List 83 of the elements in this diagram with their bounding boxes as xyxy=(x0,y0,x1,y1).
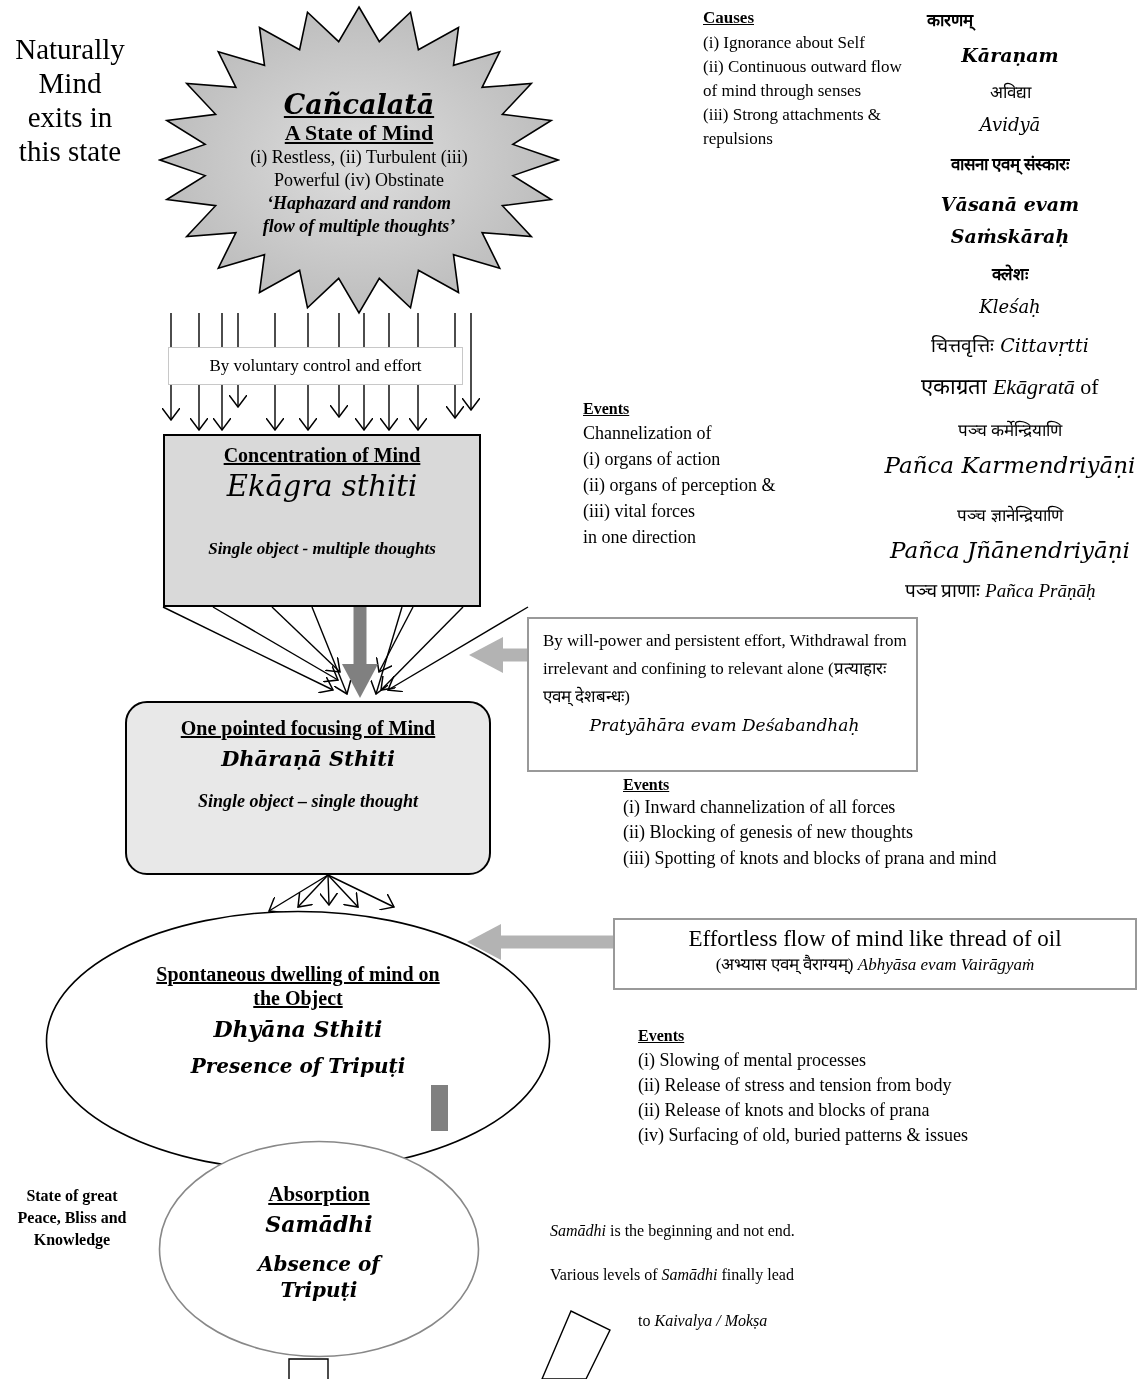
state-note: Absence of Tripuṭi xyxy=(234,1251,404,1303)
list-item: (ii) Continuous outward flow of mind through senses xyxy=(703,56,903,102)
term-label: (अभ्यास एवम् वैराग्यम्) Abhyāsa evam Vairāgyaṁ xyxy=(715,953,1035,975)
note-box xyxy=(613,918,1137,990)
term-label: अविद्या xyxy=(988,81,1033,103)
arrow xyxy=(387,606,529,693)
state-title: Absorption xyxy=(268,1182,370,1207)
list-item: (i) Slowing of mental processes xyxy=(638,1050,867,1071)
list-item: (i) organs of action xyxy=(583,449,722,470)
state-quote: ‘Haphazard and random flow of multiple thoughts’ xyxy=(261,192,457,238)
arrow xyxy=(342,607,378,698)
note-title: Effortless flow of mind like thread of oil xyxy=(688,926,1062,952)
term-label: Pratyāhāra evam Deśabandhaḥ xyxy=(589,715,860,735)
note-text: to Kaivalya / Mokṣa xyxy=(638,1312,769,1330)
arrow xyxy=(380,606,464,691)
note-box xyxy=(527,617,918,772)
list-item: (ii) Release of knots and blocks of prana xyxy=(638,1100,931,1121)
process-box xyxy=(125,701,491,875)
side-note: Naturally Mind exits in this state xyxy=(14,32,126,168)
arrow xyxy=(327,874,359,908)
arrow xyxy=(297,874,329,908)
term-label: Samādhi xyxy=(265,1211,373,1237)
list-item: (iii) Strong attachments & repulsions xyxy=(703,104,882,150)
note-text: By will-power and persistent effort, Withdrawal from irrelevant and confining to relevant alone (प्रत्याहारः एवम् देशबन्धः) xyxy=(543,630,908,708)
list-item: (i) Ignorance about Self xyxy=(703,32,866,54)
box-note: Single object - multiple thoughts xyxy=(208,539,436,559)
heading-label: Events xyxy=(638,1027,686,1045)
state-ellipse xyxy=(158,1140,480,1358)
term-label: वासना एवम् संस्कारः xyxy=(949,154,1071,175)
process-box xyxy=(163,434,481,607)
term-label: पञ्च प्राणाः Pañca Prāṇāḥ xyxy=(903,579,1097,603)
state-subtitle: A State of Mind xyxy=(284,120,434,146)
term-label: Vāsanā evam Saṁskāraḥ xyxy=(939,192,1081,249)
state-title: Spontaneous dwelling of mind on the Object xyxy=(155,962,441,1010)
heading-label: Causes xyxy=(703,8,755,28)
list-item: (iii) vital forces xyxy=(583,501,696,522)
term-label: Ekāgra sthiti xyxy=(226,469,418,503)
list-item: (iv) Surfacing of old, buried patterns & issues xyxy=(638,1125,969,1146)
term-label: Dhyāna Sthiti xyxy=(213,1016,383,1042)
arrow xyxy=(461,312,481,411)
heading-label: Events xyxy=(623,776,671,794)
arrow xyxy=(370,606,403,695)
box-note: Single object – single thought xyxy=(197,791,418,812)
note-text: Samādhi is the beginning and not end. xyxy=(550,1222,796,1240)
arrow xyxy=(271,606,341,673)
state-title: Cañcalatā xyxy=(283,89,435,120)
term-label: Avidyā xyxy=(977,114,1042,135)
arrow xyxy=(327,874,395,911)
state-note: Presence of Tripuṭi xyxy=(190,1054,406,1078)
heading-label: Events xyxy=(583,400,631,418)
list-item: (ii) Blocking of genesis of new thoughts xyxy=(623,822,914,843)
arrow xyxy=(318,874,339,906)
arrow xyxy=(162,606,334,694)
box-title: Concentration of Mind xyxy=(223,444,421,467)
state-description: (i) Restless, (ii) Turbulent (iii) Powerful (iv) Obstinate xyxy=(249,146,469,192)
term-label: Dhāraṇā Sthiti xyxy=(221,746,395,771)
list-item: (ii) organs of perception & xyxy=(583,475,777,496)
term-label: चित्तवृत्तिः Cittavṛtti xyxy=(930,333,1090,358)
arrow xyxy=(375,606,414,673)
list-item: (i) Inward channelization of all forces xyxy=(623,797,897,818)
arrow xyxy=(212,606,339,683)
term-label: Kāraṇam xyxy=(960,44,1060,66)
side-note: State of great Peace, Bliss and Knowledge xyxy=(16,1186,128,1251)
term-label: Kleśaḥ xyxy=(978,296,1042,317)
arrow xyxy=(268,874,329,914)
term-label: Pañca Jñānendriyāṇi xyxy=(888,537,1131,563)
term-label: क्लेशः xyxy=(990,263,1030,285)
term-label: एकाग्रता Ekāgratā of xyxy=(920,373,1100,400)
term-label: कारणम् xyxy=(870,8,1030,31)
term-label: पञ्च ज्ञानेन्द्रियाणि xyxy=(956,504,1065,526)
list-item: in one direction xyxy=(583,527,697,548)
box-title: One pointed focusing of Mind xyxy=(180,717,436,740)
note-text: Various levels of Samādhi finally lead xyxy=(550,1266,795,1284)
list-item: Channelization of xyxy=(583,423,713,444)
arrow xyxy=(311,606,352,695)
arrow xyxy=(467,924,613,960)
list-item: (ii) Release of stress and tension from body xyxy=(638,1075,953,1096)
starburst-shape xyxy=(158,5,560,315)
list-item: (iii) Spotting of knots and blocks of prana and mind xyxy=(623,847,998,869)
term-label: Pañca Karmendriyāṇi xyxy=(883,452,1137,478)
arrow xyxy=(469,637,527,673)
label-box: By voluntary control and effort xyxy=(168,347,463,385)
term-label: पञ्च कर्मेन्द्रियाणि xyxy=(956,419,1064,441)
